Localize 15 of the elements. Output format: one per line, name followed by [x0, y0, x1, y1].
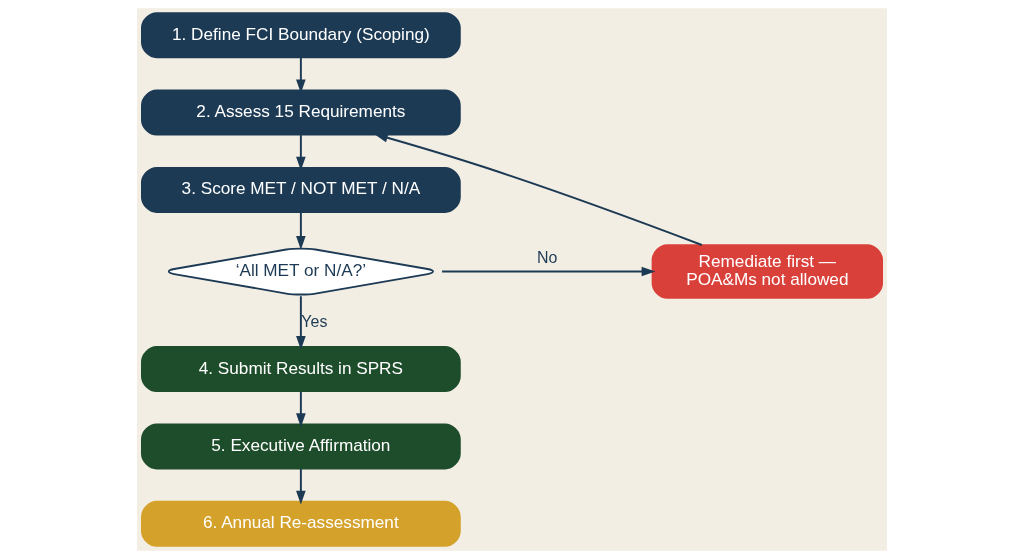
node-box: 6. Annual Re-assessment: [141, 500, 461, 547]
node-box: 4. Submit Results in SPRS: [141, 346, 461, 393]
arrow: [441, 266, 656, 277]
arrow: [296, 295, 306, 350]
node-box: 1. Define FCI Boundary (Scoping): [141, 12, 461, 59]
arrow: [296, 211, 306, 250]
node-box: 3. Score MET / NOT MET / N/A: [141, 166, 461, 213]
edge-label: No: [537, 249, 558, 267]
arrow: [296, 467, 306, 505]
arrow: [374, 133, 703, 246]
arrow: [296, 390, 306, 428]
edge-label: Yes: [301, 312, 328, 330]
node-box: 2. Assess 15 Requirements: [141, 89, 461, 136]
node-box: 5. Executive Affirmation: [141, 423, 461, 470]
node-box: Remediate first — POA&Ms not allowed: [651, 244, 883, 299]
